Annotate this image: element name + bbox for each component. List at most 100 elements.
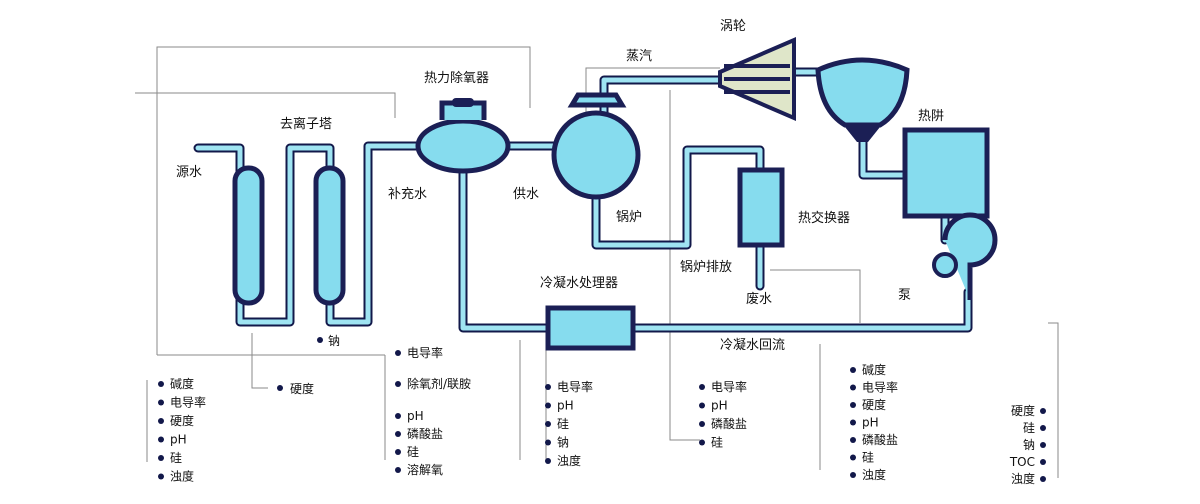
label-condensate-return: 冷凝水回流 <box>720 337 785 353</box>
deionizer-column-1 <box>232 165 265 306</box>
turbine <box>718 36 796 122</box>
measure-dot <box>850 454 856 461</box>
measure-label: 硅 <box>170 451 182 465</box>
label-pump: 泵 <box>898 288 911 303</box>
measure-label: 硅 <box>1023 421 1035 435</box>
boiler-vessel <box>551 92 641 200</box>
measure-label: 硅 <box>711 436 723 450</box>
measure-label: 电导率 <box>862 380 898 395</box>
measure-label: 硬度 <box>1011 403 1035 418</box>
measure-dot <box>850 402 856 408</box>
label-waste-water: 废水 <box>746 291 772 307</box>
hotwell-tank <box>902 127 990 219</box>
measure-dot <box>699 439 705 446</box>
label-deaerator: 热力除氧器 <box>424 71 489 86</box>
measure-dot <box>158 473 164 480</box>
condensate-treater-box <box>545 305 636 351</box>
measure-dot <box>545 402 551 409</box>
measure-label: TOC <box>1009 455 1035 469</box>
measure-label: 硅 <box>862 451 874 465</box>
label-makeup-water: 补充水 <box>388 186 427 202</box>
deaerator-vessel <box>415 98 511 174</box>
measure-label: 浊度 <box>862 467 886 482</box>
measure-dot <box>158 455 164 461</box>
measure-dot <box>1040 425 1046 431</box>
measure-label: 碱度 <box>170 376 194 391</box>
heat-exchanger-box <box>737 167 785 248</box>
measure-label: 电导率 <box>557 379 593 394</box>
point-hardness: 硬度 <box>290 381 314 396</box>
measure-label: pH <box>711 399 728 413</box>
measure-label: 除氧剂/联胺 <box>407 376 471 391</box>
measure-label: 硬度 <box>862 397 886 412</box>
label-source-water: 源水 <box>176 165 202 180</box>
measure-dot <box>395 449 401 455</box>
label-hotwell: 热阱 <box>918 109 944 124</box>
measure-label: pH <box>170 433 187 447</box>
measure-dot <box>395 467 401 473</box>
measure-dot <box>850 437 856 443</box>
measure-dot <box>395 431 401 437</box>
pump <box>932 212 998 300</box>
label-steam: 蒸汽 <box>626 49 652 64</box>
measure-dot <box>1040 408 1046 414</box>
measure-dot <box>699 402 705 409</box>
source-pipe <box>193 141 430 327</box>
point-sodium: 钠 <box>328 333 340 348</box>
measure-label: 浊度 <box>557 453 581 468</box>
measure-label: pH <box>862 416 879 430</box>
condenser <box>815 57 910 142</box>
measure-label: 钠 <box>557 435 569 450</box>
measure-label: 溶解氧 <box>407 462 443 477</box>
sample-lines <box>135 46 1059 478</box>
measure-label: 磷酸盐 <box>711 416 747 431</box>
component-labels: 源水 去离子塔 热力除氧器 补充水 供水 锅炉 蒸汽 涡轮 热阱 热交换器 锅炉… <box>176 19 944 353</box>
measure-dot <box>545 439 551 446</box>
measure-dot <box>395 381 401 387</box>
deionizer-columns <box>232 165 346 306</box>
measure-label: pH <box>407 409 424 423</box>
measure-dot <box>158 381 164 387</box>
measure-label: 碱度 <box>862 362 886 377</box>
single-points: 钠 硬度 <box>277 333 340 396</box>
measure-dot <box>395 413 401 419</box>
measure-dot <box>850 419 856 426</box>
measure-dot <box>699 384 705 390</box>
measure-label: 硅 <box>557 417 569 431</box>
measure-label: 电导率 <box>711 379 747 394</box>
measure-dot <box>158 436 164 443</box>
measure-dot <box>850 384 856 391</box>
measure-label: 电导率 <box>407 345 443 360</box>
label-boiler: 锅炉 <box>616 209 642 225</box>
label-feed-water: 供水 <box>513 187 539 202</box>
measure-label: 磷酸盐 <box>407 426 443 441</box>
measure-label: 钠 <box>1023 437 1035 452</box>
measure-label: 硬度 <box>170 413 194 428</box>
measure-dot <box>1040 459 1046 465</box>
measure-label: 浊度 <box>1011 471 1035 486</box>
label-boiler-blowdown: 锅炉排放 <box>680 259 732 275</box>
measure-dot <box>699 421 705 427</box>
measure-label: 硅 <box>407 445 419 459</box>
measure-dot <box>545 458 551 464</box>
measure-dot <box>545 384 551 390</box>
measure-dot <box>158 418 164 424</box>
measure-dot <box>1040 442 1046 448</box>
measure-dot <box>158 399 164 406</box>
hotwell-feed-pipe <box>858 137 910 180</box>
label-turbine: 涡轮 <box>720 19 746 34</box>
measure-dot <box>850 367 856 373</box>
label-heat-exchanger: 热交换器 <box>798 210 850 226</box>
label-deionizer: 去离子塔 <box>280 116 332 132</box>
measure-label: pH <box>557 399 574 413</box>
measure-dot <box>395 350 401 356</box>
measure-dot <box>1040 476 1046 482</box>
label-condensate-treater: 冷凝水处理器 <box>540 275 618 291</box>
